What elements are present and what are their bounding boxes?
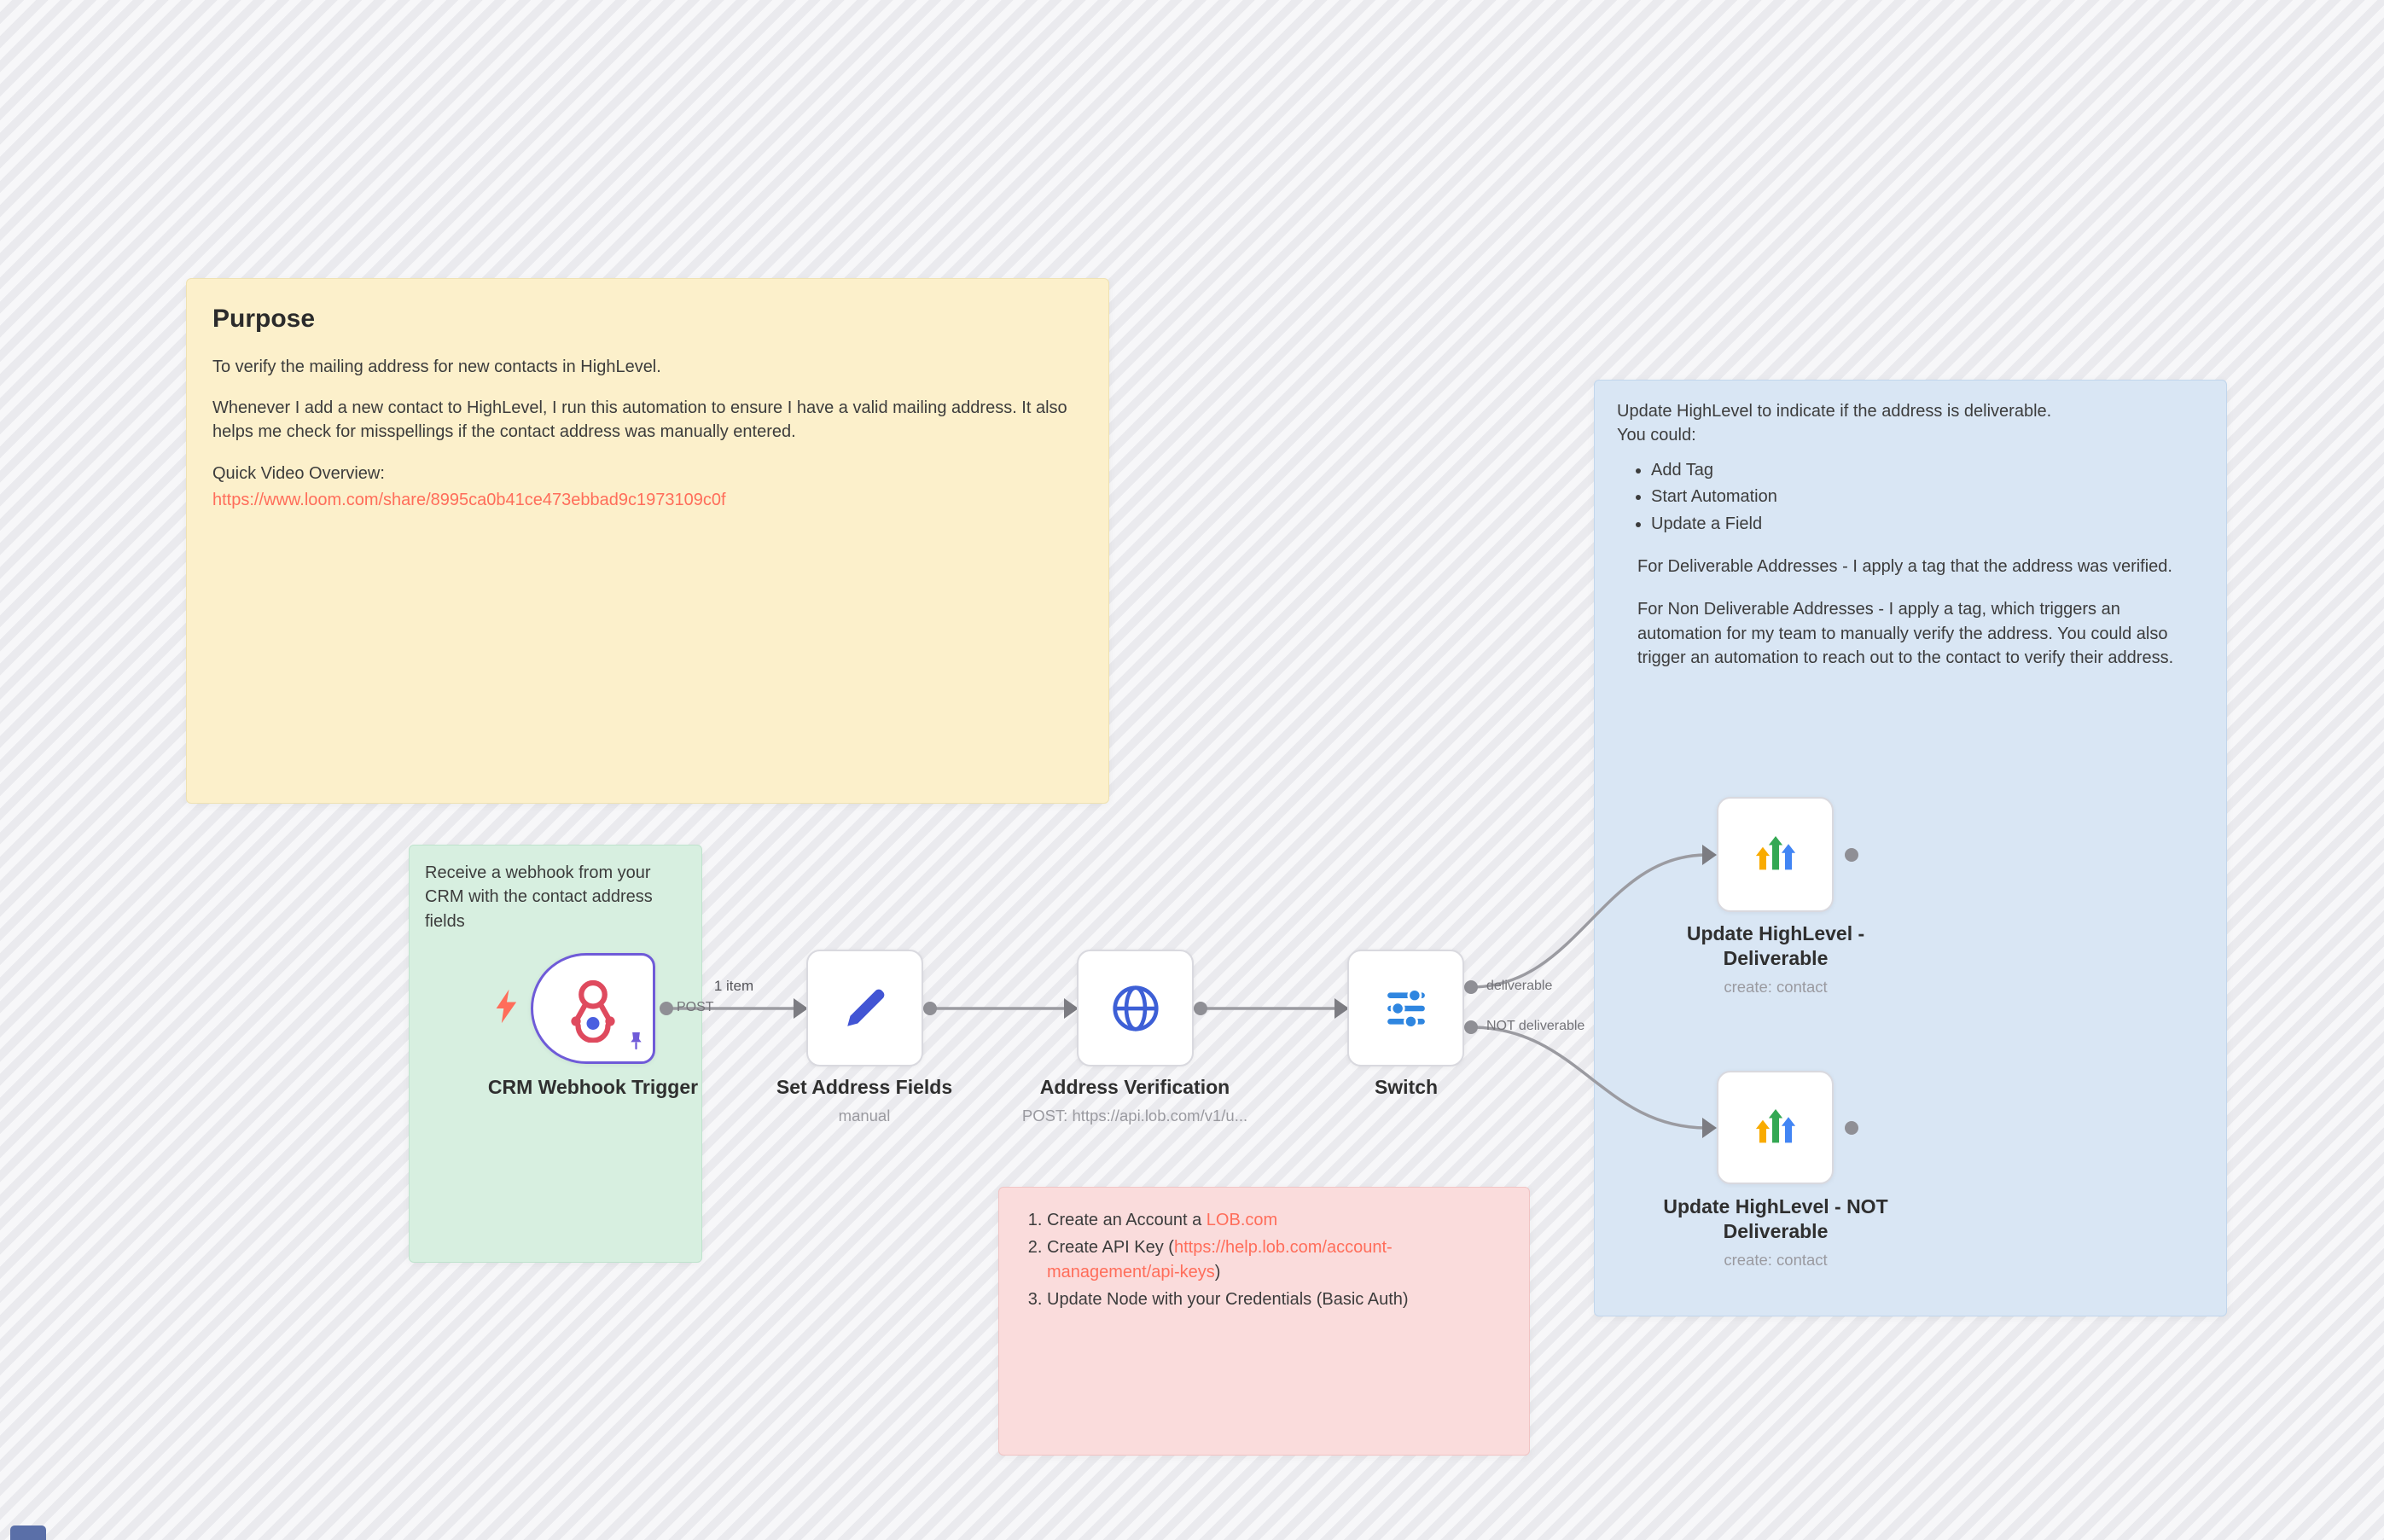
node-name: Switch [1374,1076,1439,1098]
connection-switch-to-deliverable[interactable] [1470,853,1707,989]
node-update-highlevel-not-deliverable[interactable] [1717,1071,1834,1184]
update-note-line-1: Update HighLevel to indicate if the addr… [1617,402,2052,421]
output-endpoint-address[interactable] [1194,1002,1207,1015]
node-subtitle: create: contact [1724,1250,1828,1269]
output-endpoint-hl-not-deliverable[interactable] [1845,1121,1858,1135]
node-switch[interactable] [1347,950,1464,1066]
sticky-note-purpose[interactable]: Purpose To verify the mailing address fo… [186,278,1109,804]
input-arrow-hl-deliverable [1702,845,1717,865]
setup-step-3-text: Update Node with your Credentials (Basic… [1047,1290,1409,1310]
purpose-paragraph-2: Whenever I add a new contact to HighLeve… [212,398,1067,442]
output-endpoint-hl-deliverable[interactable] [1845,848,1858,862]
update-note-deliverable-paragraph: For Deliverable Addresses - I apply a ta… [1637,556,2172,576]
purpose-title: Purpose [212,305,316,333]
purpose-paragraph-1: To verify the mailing address for new co… [212,357,661,376]
node-label-switch: Switch [1304,1075,1509,1100]
bottom-left-ui-fragment [10,1525,46,1540]
purpose-paragraph-3: Quick Video Overview: [212,463,385,483]
node-update-highlevel-deliverable[interactable] [1717,797,1834,912]
output-endpoint-webhook[interactable] [660,1002,673,1015]
setup-steps-list: Create an Account a LOB.com Create API K… [1020,1208,1509,1312]
input-arrow-hl-not-deliverable [1702,1118,1717,1138]
setup-step-2: Create API Key (https://help.lob.com/acc… [1047,1235,1509,1284]
pencil-icon [846,989,884,1026]
sliders-icon [1387,987,1425,1029]
webhook-icon [571,979,615,1043]
node-label-update-highlevel-not-deliverable: Update HighLevel - NOT Deliverable creat… [1652,1194,1899,1270]
node-subtitle: create: contact [1724,977,1828,996]
highlevel-arrows-icon [1755,835,1795,869]
webhook-method-label: POST [677,1000,714,1014]
lob-api-keys-link[interactable]: https://help.lob.com/account-management/… [1047,1238,1393,1281]
node-name: Update HighLevel - Deliverable [1686,922,1865,969]
output-endpoint-switch-deliverable[interactable] [1464,980,1478,994]
connection-item-count-label: 1 item [713,978,754,994]
update-note-non-deliverable-paragraph: For Non Deliverable Addresses - I apply … [1637,600,2174,668]
setup-step-1: Create an Account a LOB.com [1047,1208,1509,1232]
node-name: Address Verification [1039,1076,1230,1098]
node-name: Set Address Fields [776,1076,953,1098]
output-endpoint-switch-not-deliverable[interactable] [1464,1020,1478,1034]
node-label-set-address-fields: Set Address Fields manual [728,1075,1001,1125]
update-note-bullet-list: Add Tag Start Automation Update a Field [1617,458,2204,536]
webhook-note-text: Receive a webhook from your CRM with the… [425,863,653,931]
input-arrow-set [794,998,808,1019]
node-crm-webhook-trigger[interactable] [496,953,655,1064]
setup-step-2-suffix: ) [1214,1262,1221,1281]
switch-output-label-deliverable: deliverable [1486,979,1553,993]
update-note-bullet: Add Tag [1651,458,2204,482]
setup-step-2-text: Create API Key ( [1047,1238,1174,1258]
output-endpoint-set[interactable] [923,1002,937,1015]
setup-step-3: Update Node with your Credentials (Basic… [1047,1287,1509,1311]
update-note-bullet: Update a Field [1651,512,2204,536]
switch-output-label-not-deliverable: NOT deliverable [1486,1019,1585,1033]
input-arrow-address [1064,998,1079,1019]
pinned-data-pin-icon[interactable] [627,1031,645,1056]
setup-step-1-text: Create an Account a [1047,1211,1207,1229]
input-arrow-switch [1334,998,1349,1019]
sticky-note-setup-steps[interactable]: Create an Account a LOB.com Create API K… [998,1187,1530,1456]
node-name: Update HighLevel - NOT Deliverable [1663,1195,1888,1242]
lob-com-link[interactable]: LOB.com [1206,1211,1278,1229]
connection-switch-to-not-deliverable[interactable] [1470,1026,1707,1130]
node-name: CRM Webhook Trigger [487,1076,699,1098]
node-label-address-verification: Address Verification POST: https://api.l… [981,1075,1288,1125]
loom-video-link[interactable]: https://www.loom.com/share/8995ca0b41ce4… [212,491,726,510]
update-note-bullet: Start Automation [1651,485,2204,508]
sticky-note-update-highlevel[interactable]: Update HighLevel to indicate if the addr… [1594,380,2227,1316]
trigger-bolt-icon [494,989,520,1029]
highlevel-arrows-icon [1755,1108,1795,1142]
node-address-verification[interactable] [1077,950,1194,1066]
update-note-line-2: You could: [1617,426,1696,445]
node-subtitle: POST: https://api.lob.com/v1/u... [1021,1106,1248,1124]
node-subtitle: manual [838,1106,891,1124]
node-label-crm-webhook-trigger: CRM Webhook Trigger [422,1075,764,1100]
globe-icon [1112,985,1159,1032]
node-set-address-fields[interactable] [806,950,923,1066]
node-label-update-highlevel-deliverable: Update HighLevel - Deliverable create: c… [1662,921,1889,997]
